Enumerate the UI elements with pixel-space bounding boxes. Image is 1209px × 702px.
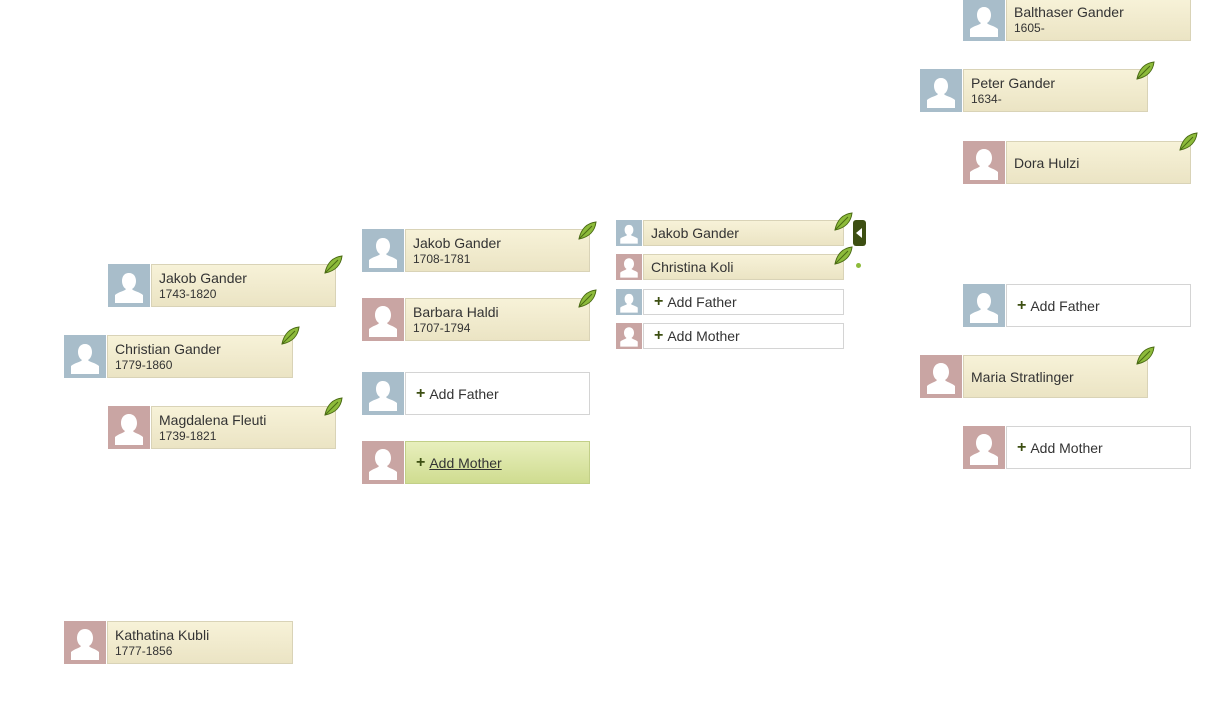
person-name: Jakob Gander <box>413 235 501 251</box>
add-mother-label: + Add Mother <box>654 327 740 345</box>
female-avatar-icon <box>616 323 642 349</box>
person-node-christian-gander[interactable]: Christian Gander 1779-1860 <box>64 326 300 378</box>
leaf-hint-icon[interactable] <box>1135 346 1155 366</box>
person-card[interactable]: Christian Gander 1779-1860 <box>107 335 293 378</box>
person-name: Christian Gander <box>115 341 221 357</box>
person-dates: 1743-1820 <box>159 287 217 301</box>
person-dates: 1634- <box>971 92 1002 106</box>
leaf-hint-icon[interactable] <box>1135 61 1155 81</box>
add-mother-label: + Add Mother <box>1017 439 1103 457</box>
female-avatar-icon <box>362 298 404 341</box>
person-dates: 1708-1781 <box>413 252 471 266</box>
person-dates: 1739-1821 <box>159 429 217 443</box>
plus-icon: + <box>654 293 664 310</box>
person-name: Magdalena Fleuti <box>159 412 267 428</box>
add-father-label: + Add Father <box>416 385 499 403</box>
add-father-node-small[interactable]: + Add Father <box>616 289 844 315</box>
add-father-node-right[interactable]: + Add Father <box>963 284 1191 327</box>
person-card[interactable]: Jakob Gander <box>643 220 844 246</box>
person-card[interactable]: Kathatina Kubli 1777-1856 <box>107 621 293 664</box>
add-father-label: + Add Father <box>1017 297 1100 315</box>
person-node-christina-koli[interactable]: Christina Koli <box>616 246 853 280</box>
plus-icon: + <box>416 385 426 402</box>
person-node-peter-gander[interactable]: Peter Gander 1634- <box>920 61 1155 112</box>
plus-icon: + <box>416 454 426 471</box>
person-node-jakob-gander-1743[interactable]: Jakob Gander 1743-1820 <box>108 255 343 307</box>
person-node-balthaser-gander[interactable]: Balthaser Gander 1605- <box>963 0 1191 41</box>
person-node-jakob-gander-small[interactable]: Jakob Gander <box>616 212 853 246</box>
person-node-jakob-gander-1708[interactable]: Jakob Gander 1708-1781 <box>362 221 597 272</box>
female-avatar-icon <box>362 441 404 484</box>
add-father-button[interactable]: + Add Father <box>1006 284 1191 327</box>
male-avatar-icon <box>362 229 404 272</box>
add-mother-node[interactable]: + Add Mother <box>362 441 590 484</box>
person-card[interactable]: Jakob Gander 1708-1781 <box>405 229 590 272</box>
leaf-hint-icon[interactable] <box>323 397 343 417</box>
person-node-kathatina-kubli[interactable]: Kathatina Kubli 1777-1856 <box>64 621 293 664</box>
person-node-magdalena-fleuti[interactable]: Magdalena Fleuti 1739-1821 <box>108 397 343 449</box>
leaf-hint-icon[interactable] <box>833 212 853 232</box>
person-card[interactable]: Barbara Haldi 1707-1794 <box>405 298 590 341</box>
person-card[interactable]: Magdalena Fleuti 1739-1821 <box>151 406 336 449</box>
person-dates: 1777-1856 <box>115 644 173 658</box>
person-card[interactable]: Dora Hulzi <box>1006 141 1191 184</box>
female-avatar-icon <box>616 254 642 280</box>
person-node-dora-hulzi[interactable]: Dora Hulzi <box>963 132 1198 184</box>
plus-icon: + <box>1017 439 1027 456</box>
female-avatar-icon <box>963 426 1005 469</box>
add-father-button[interactable]: + Add Father <box>405 372 590 415</box>
plus-icon: + <box>654 327 664 344</box>
person-node-maria-stratlinger[interactable]: Maria Stratlinger <box>920 346 1155 398</box>
leaf-hint-icon[interactable] <box>577 289 597 309</box>
add-mother-button[interactable]: + Add Mother <box>1006 426 1191 469</box>
leaf-hint-icon[interactable] <box>1178 132 1198 152</box>
plus-icon: + <box>1017 297 1027 314</box>
collapse-arrow-icon[interactable] <box>853 220 866 246</box>
person-node-barbara-haldi[interactable]: Barbara Haldi 1707-1794 <box>362 289 597 341</box>
female-avatar-icon <box>920 355 962 398</box>
add-father-label: + Add Father <box>654 293 737 311</box>
male-avatar-icon <box>108 264 150 307</box>
add-mother-label: + Add Mother <box>416 454 502 472</box>
person-name: Jakob Gander <box>651 225 739 241</box>
male-avatar-icon <box>616 220 642 246</box>
add-mother-node-small[interactable]: + Add Mother <box>616 323 844 349</box>
person-name: Maria Stratlinger <box>971 369 1074 385</box>
person-card[interactable]: Christina Koli <box>643 254 844 280</box>
male-avatar-icon <box>362 372 404 415</box>
person-name: Kathatina Kubli <box>115 627 210 643</box>
person-name: Peter Gander <box>971 75 1056 91</box>
person-card[interactable]: Balthaser Gander 1605- <box>1006 0 1191 41</box>
leaf-hint-icon[interactable] <box>323 255 343 275</box>
person-card[interactable]: Jakob Gander 1743-1820 <box>151 264 336 307</box>
person-dates: 1779-1860 <box>115 358 173 372</box>
add-father-button[interactable]: + Add Father <box>643 289 844 315</box>
person-name: Balthaser Gander <box>1014 4 1124 20</box>
female-avatar-icon <box>64 621 106 664</box>
leaf-hint-icon[interactable] <box>280 326 300 346</box>
person-name: Dora Hulzi <box>1014 155 1080 171</box>
person-card[interactable]: Peter Gander 1634- <box>963 69 1148 112</box>
person-card[interactable]: Maria Stratlinger <box>963 355 1148 398</box>
male-avatar-icon <box>963 0 1005 41</box>
male-avatar-icon <box>963 284 1005 327</box>
add-mother-button[interactable]: + Add Mother <box>405 441 590 484</box>
person-dates: 1707-1794 <box>413 321 471 335</box>
female-avatar-icon <box>963 141 1005 184</box>
leaf-dot-icon <box>856 263 861 268</box>
add-mother-button[interactable]: + Add Mother <box>643 323 844 349</box>
female-avatar-icon <box>108 406 150 449</box>
male-avatar-icon <box>616 289 642 315</box>
male-avatar-icon <box>920 69 962 112</box>
person-name: Barbara Haldi <box>413 304 499 320</box>
person-dates: 1605- <box>1014 21 1045 35</box>
leaf-hint-icon[interactable] <box>577 221 597 241</box>
person-name: Jakob Gander <box>159 270 247 286</box>
add-mother-node-right[interactable]: + Add Mother <box>963 426 1191 469</box>
leaf-hint-icon[interactable] <box>833 246 853 266</box>
male-avatar-icon <box>64 335 106 378</box>
person-name: Christina Koli <box>651 259 734 275</box>
add-father-node[interactable]: + Add Father <box>362 372 590 415</box>
